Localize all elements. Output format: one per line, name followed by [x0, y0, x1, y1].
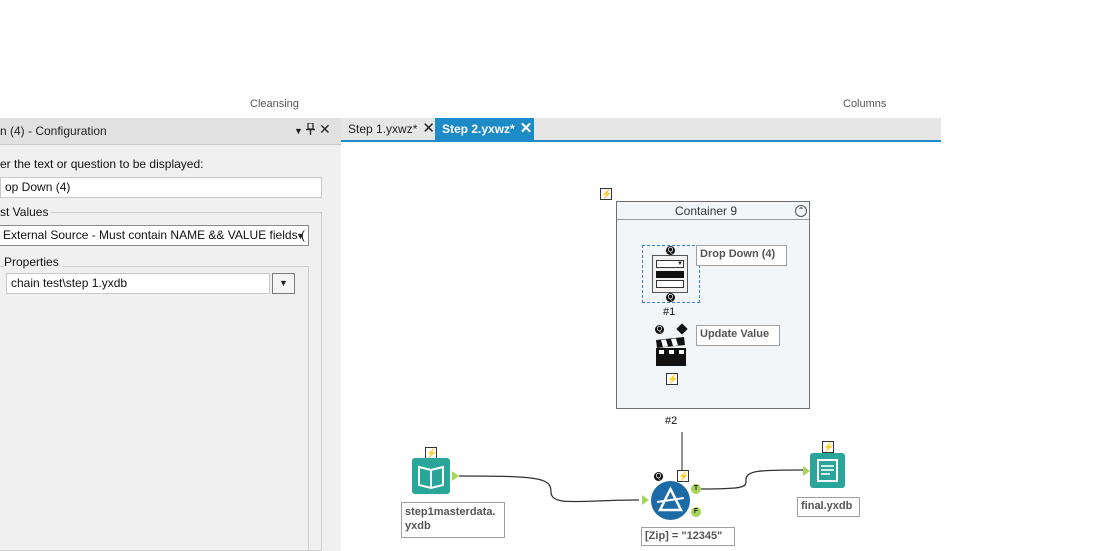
- output-anchor-icon[interactable]: [452, 471, 459, 481]
- list-values-label: st Values: [0, 205, 52, 219]
- close-tab-icon[interactable]: ✕: [422, 120, 435, 137]
- tab-step-2-label: Step 2.yxwz*: [442, 122, 515, 136]
- list-source-selected-value: External Source - Must contain NAME && V…: [3, 228, 305, 242]
- input-annotation-line2: yxdb: [405, 520, 431, 532]
- container-title: Container 9: [675, 204, 738, 218]
- close-panel-icon[interactable]: ✕: [319, 121, 331, 137]
- input-annotation-line1: step1masterdata.: [405, 506, 496, 518]
- filter-tool-icon[interactable]: [651, 481, 690, 520]
- question-anchor-icon[interactable]: Q: [666, 293, 675, 302]
- pin-icon[interactable]: [306, 122, 315, 138]
- output-data-tool-icon[interactable]: [810, 453, 845, 488]
- filter-input-anchor-icon[interactable]: [642, 495, 649, 505]
- ribbon-category-columns[interactable]: Columns: [843, 98, 887, 110]
- configuration-panel: n (4) - Configuration ▼ ✕ er the text or…: [0, 118, 341, 551]
- input-anchor-icon[interactable]: [803, 466, 810, 476]
- prompt-text-input[interactable]: op Down (4): [0, 177, 322, 198]
- workflow-canvas[interactable]: ⚡ Container 9 ⌃ Q ▼ Q Drop Down (4) #1 Q…: [341, 142, 941, 551]
- lightning-icon[interactable]: ⚡: [677, 470, 690, 482]
- update-value-annotation: Update Value: [696, 325, 780, 346]
- tab-step-2[interactable]: Step 2.yxwz* ✕: [435, 118, 534, 140]
- browse-dropdown-button[interactable]: ▼: [272, 273, 295, 294]
- lightning-icon: ⚡: [600, 188, 613, 200]
- tab-step-1[interactable]: Step 1.yxwz* ✕: [341, 118, 435, 140]
- lightning-icon[interactable]: ⚡: [666, 373, 679, 385]
- tab-step-1-label: Step 1.yxwz*: [348, 122, 418, 136]
- filter-annotation: [Zip] = "12345": [641, 527, 735, 546]
- filter-false-anchor[interactable]: F: [691, 507, 701, 517]
- connection-label-2: #2: [665, 415, 678, 427]
- list-source-select[interactable]: External Source - Must contain NAME && V…: [0, 225, 309, 246]
- properties-group: [0, 266, 309, 551]
- dropdown-tool-selection: [642, 245, 700, 303]
- question-anchor-icon[interactable]: Q: [666, 246, 675, 255]
- ribbon-category-cleansing[interactable]: Cleansing: [250, 98, 299, 110]
- dropdown-tool-icon[interactable]: ▼: [652, 255, 688, 293]
- configuration-header: n (4) - Configuration ▼ ✕: [0, 118, 341, 145]
- filter-true-anchor[interactable]: T: [691, 484, 701, 494]
- update-value-tool-icon[interactable]: [655, 337, 687, 367]
- configuration-title: n (4) - Configuration: [0, 124, 107, 138]
- prompt-label: er the text or question to be displayed:: [0, 157, 204, 171]
- question-anchor-icon[interactable]: Q: [654, 472, 663, 481]
- input-annotation: step1masterdata. yxdb: [401, 502, 505, 538]
- properties-label: Properties: [4, 255, 62, 269]
- container-9[interactable]: Container 9 ⌃: [616, 201, 810, 409]
- file-path-input[interactable]: chain test\step 1.yxdb: [6, 273, 270, 294]
- chevron-down-icon[interactable]: ▼: [296, 231, 305, 241]
- question-anchor-icon[interactable]: Q: [655, 325, 664, 334]
- lightning-icon: ⚡: [822, 441, 835, 453]
- container-title-bar[interactable]: Container 9 ⌃: [617, 202, 809, 220]
- dropdown-annotation: Drop Down (4): [696, 245, 787, 266]
- close-tab-icon[interactable]: ✕: [519, 120, 533, 137]
- panel-menu-dropdown-icon[interactable]: ▼: [294, 126, 303, 136]
- collapse-icon[interactable]: ⌃: [795, 205, 807, 217]
- output-annotation: final.yxdb: [797, 497, 860, 517]
- workflow-tab-bar: Step 1.yxwz* ✕ Step 2.yxwz* ✕: [341, 118, 941, 142]
- connection-label-1: #1: [663, 306, 676, 318]
- input-data-tool-icon[interactable]: [412, 458, 450, 494]
